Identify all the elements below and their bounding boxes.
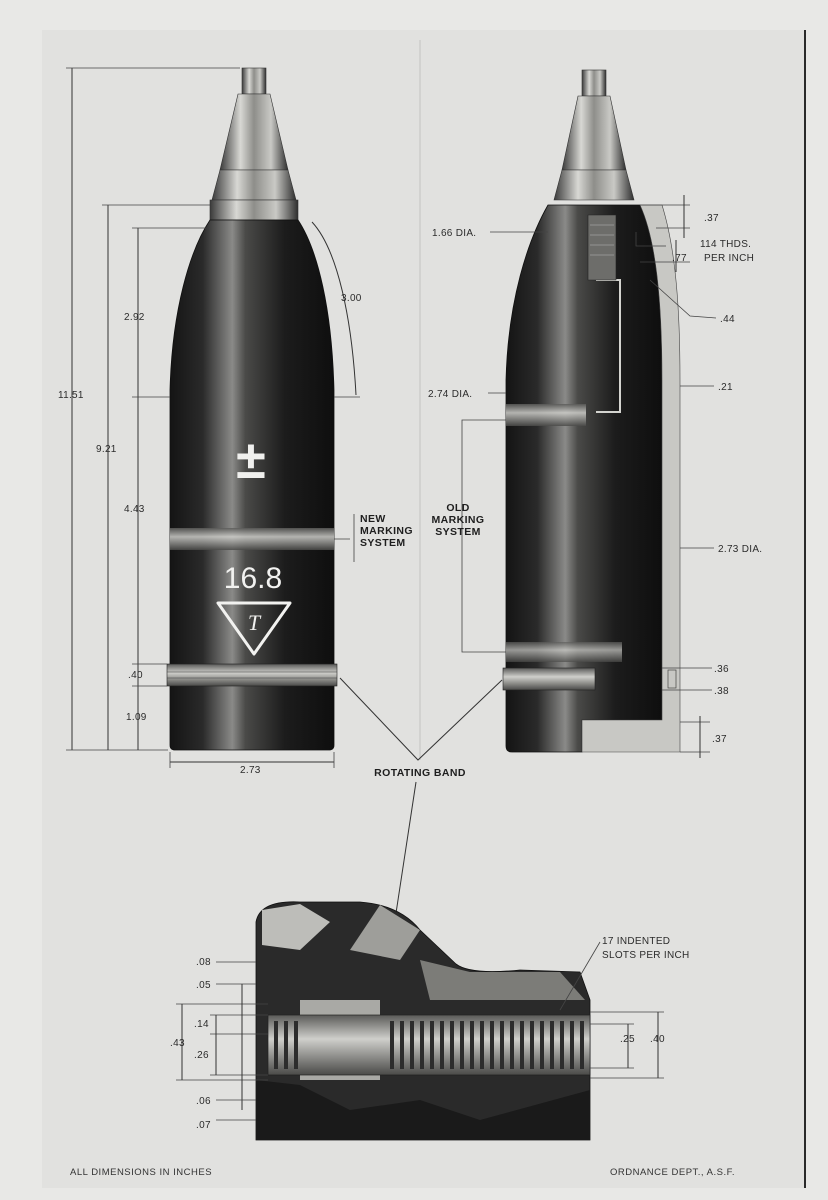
slots-label-line-2: SLOTS PER INCH (602, 950, 690, 961)
old-marking-line-2: MARKING (432, 514, 485, 526)
dim-band-d3: .14 (194, 1019, 209, 1030)
dim-cylinder-length: 4.43 (124, 504, 145, 515)
dim-thread-depth: .37 (704, 213, 719, 224)
dim-overall-length: 11.51 (58, 390, 84, 401)
dim-body-length: 9.21 (96, 444, 117, 455)
old-marking-line-3: SYSTEM (435, 526, 481, 538)
dim-base-length: 1.09 (126, 712, 147, 723)
new-marking-line-3: SYSTEM (360, 537, 406, 549)
dim-body-diameter: 2.73 DIA. (718, 544, 762, 555)
dim-band-d6: .06 (196, 1096, 211, 1107)
dim-base-thickness: .37 (712, 734, 727, 745)
right-shell-cutaway (502, 69, 681, 753)
dim-fuze-well: .77 (672, 253, 687, 264)
footer-units-note: ALL DIMENSIONS IN INCHES (70, 1167, 212, 1178)
slots-label-line-1: 17 INDENTED (602, 936, 670, 947)
dim-band-d7: .07 (196, 1120, 211, 1131)
plus-minus-marking: ± (236, 430, 266, 490)
dim-band-d2: .05 (196, 980, 211, 991)
dim-wall-step: .44 (720, 314, 735, 325)
right-dimension-lines (488, 195, 717, 758)
dim-bourrelet-diameter: 2.74 DIA. (428, 389, 472, 400)
triangle-marking-icon (216, 601, 292, 656)
dim-band-d9: .40 (650, 1034, 665, 1045)
dim-band-d8: .25 (620, 1034, 635, 1045)
band-detail (255, 901, 591, 1141)
footer-credit: ORDNANCE DEPT., A.S.F. (610, 1167, 735, 1178)
dim-wall-thickness: .21 (718, 382, 733, 393)
dim-nose-diameter: 1.66 DIA. (432, 228, 476, 239)
new-marking-line-1: NEW (360, 513, 386, 525)
old-marking-line-1: OLD (446, 502, 469, 514)
rotating-band-label: ROTATING BAND (374, 767, 466, 779)
new-marking-line-2: MARKING (360, 525, 413, 537)
dim-ogive-length: 2.92 (124, 312, 145, 323)
dim-threads-line-1: 114 THDS. (700, 239, 751, 250)
dim-band-d4: .43 (170, 1038, 185, 1049)
dim-threads-line-2: PER INCH (704, 253, 754, 264)
triangle-letter: T (248, 610, 262, 635)
band-dimension-lines (176, 941, 664, 1121)
dim-band-d5: .26 (194, 1050, 209, 1061)
dim-groove-b: .38 (714, 686, 729, 697)
dim-band-d1: .08 (196, 957, 211, 968)
band-slots (274, 1021, 584, 1069)
dim-band-width: .40 (128, 670, 143, 681)
dim-groove-a: .36 (714, 664, 729, 675)
dim-diameter: 2.73 (240, 765, 261, 776)
dim-ogive-radius: 3.00 (341, 293, 362, 304)
left-dimension-lines (66, 67, 360, 768)
left-shell: ± 16.8 T (166, 67, 338, 751)
weight-marking: 16.8 (224, 562, 282, 595)
